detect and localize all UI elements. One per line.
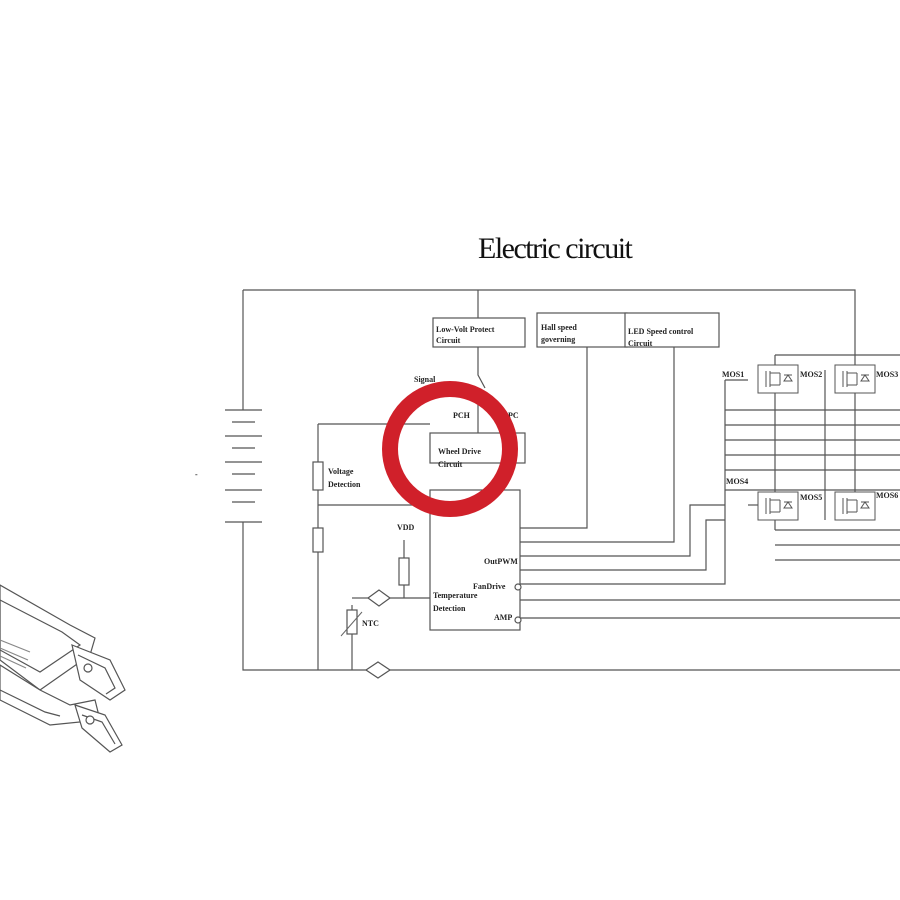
wheel-drive-label-1: Wheel Drive (438, 447, 481, 456)
mos-transistor-5 (834, 491, 876, 521)
voltage-detection-label-1: Voltage (328, 467, 354, 476)
temperature-detection-label-2: Detection (433, 604, 466, 613)
mos1-label: MOS1 (722, 370, 744, 379)
mos4-label: MOS4 (726, 477, 748, 486)
led-speed-label-2: Circuit (628, 339, 653, 348)
mos5-label: MOS5 (800, 493, 822, 502)
fan-drive-pin (514, 583, 522, 591)
amp-pin (514, 616, 522, 624)
pc-pin-label: PC (508, 411, 519, 420)
signal-label: Signal (414, 375, 436, 384)
connector-terminal-upper (366, 589, 392, 607)
connector-terminal-lower (364, 661, 392, 679)
mos2-label: MOS2 (800, 370, 822, 379)
low-volt-protect-label-2: Circuit (436, 336, 461, 345)
low-volt-protect-block (432, 317, 526, 348)
voltage-detection-label-2: Detection (328, 480, 361, 489)
pch-pin-label: PCH (453, 411, 471, 420)
ptc-thermistor-slash (340, 611, 363, 637)
mos-transistor-2 (834, 364, 876, 394)
mos-transistor-1 (757, 364, 799, 394)
led-speed-control-block (624, 312, 720, 348)
amp-label: AMP (494, 613, 512, 622)
voltage-resistor-1 (312, 461, 324, 491)
out-pwm-label: OutPWM (484, 557, 518, 566)
highlight-circle (382, 381, 518, 517)
battery-symbol (225, 409, 262, 523)
vdd-label: VDD (397, 523, 415, 532)
hall-speed-label-1: Hall speed (541, 323, 577, 332)
vdd-resistor (398, 557, 410, 586)
battery-negative-label: - (195, 470, 198, 479)
mos6-label: MOS6 (876, 491, 898, 500)
low-volt-protect-label-1: Low-Volt Protect (436, 325, 495, 334)
mos3-label: MOS3 (876, 370, 898, 379)
mos-transistor-array (757, 364, 876, 521)
led-speed-label-1: LED Speed control (628, 327, 694, 336)
hall-speed-label-2: governing (541, 335, 575, 344)
hall-speed-block (536, 312, 628, 348)
wheel-drive-label-2: Circuit (438, 460, 463, 469)
temperature-detection-label-1: Temperature (433, 591, 478, 600)
mos-transistor-4 (757, 491, 799, 521)
voltage-resistor-2 (312, 527, 324, 553)
fan-drive-label: FanDrive (473, 582, 506, 591)
ntc-label: NTC (362, 619, 379, 628)
ptc-thermistor (346, 609, 358, 635)
diagram-title: Electric circuit (478, 232, 634, 265)
device-sketch-illustration (0, 584, 126, 753)
